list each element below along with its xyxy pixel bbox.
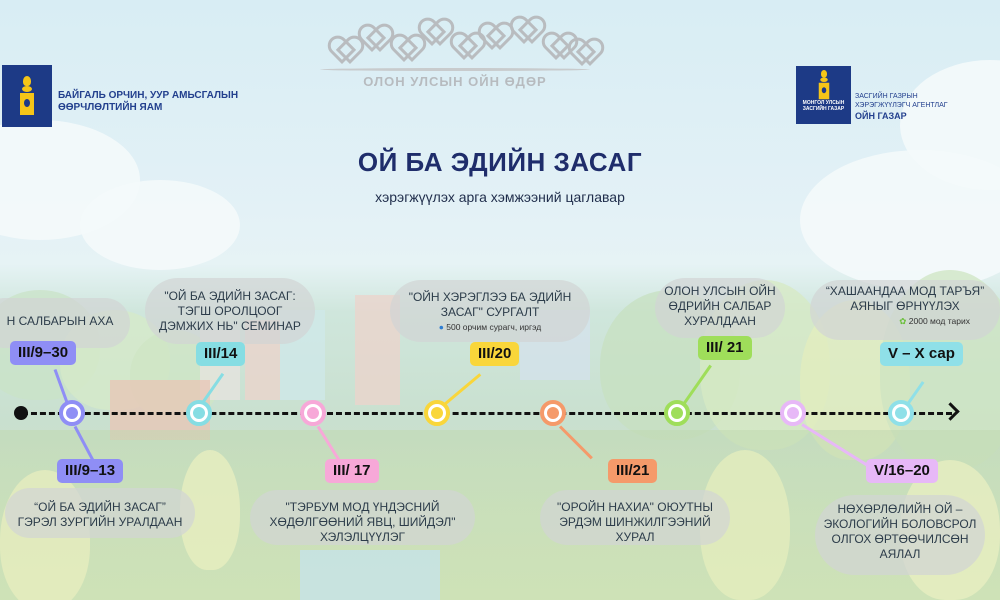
event-title-6: ОЛОН УЛСЫН ОЙН ӨДРИЙН САЛБАР ХУРАЛДААН [664, 284, 776, 328]
date-badge: III/14 [196, 342, 246, 366]
event-title-4: "ОЙН ХЭРЭГЛЭЭ БА ЭДИЙН ЗАСАГ" СУРГАЛТ ● … [408, 290, 572, 332]
event-bubble [815, 495, 985, 575]
heart-tree-icon [330, 38, 356, 60]
event-title-7: НӨХӨРЛӨЛИЙН ОЙ – ЭКОЛОГИЙН БОЛОВСРОЛ ОЛГ… [823, 502, 977, 561]
forest-day-caption: ОЛОН УЛСЫН ОЙН ӨДӨР [363, 74, 547, 89]
event-title-2: "ОЙ БА ЭДИЙН ЗАСАГ: ТЭГШ ОРОЛЦООГ ДЭМЖИХ… [159, 289, 301, 333]
event-bubble [540, 490, 730, 545]
timeline-node-5[interactable] [540, 400, 566, 426]
sprout-icon: ✿ [899, 316, 907, 326]
heart-tree-icon [420, 20, 446, 42]
heart-tree-icon [452, 34, 478, 56]
people-icon: ● [438, 322, 444, 332]
date-badge: III/21 [608, 459, 658, 483]
page-subtitle: хэрэгжүүлэх арга хэмжээний цаглавар [375, 189, 625, 205]
event-title-8: “ХАШААНДАА МОД ТАРЪЯ” АЯНЫГ ӨРНҮҮЛЭХ ✿ 2… [825, 284, 985, 326]
heart-tree-icon [544, 34, 570, 56]
date-badge: III/ 17 [325, 459, 379, 483]
timeline-node-4[interactable] [424, 400, 450, 426]
soyombo-emblem-icon: МОНГОЛ УЛСЫН ЗАСГИЙН ГАЗАР [796, 66, 851, 124]
page-title: ОЙ БА ЭДИЙН ЗАСАГ [357, 147, 643, 177]
timeline-node-2[interactable] [186, 400, 212, 426]
cloud-left-2 [80, 180, 240, 270]
ministry-logo: БАЙГАЛЬ ОРЧИН, УУР АМЬСГАЛЫН ӨӨРЧЛӨЛТИЙН… [2, 65, 238, 127]
event-bubble [250, 490, 475, 545]
timeline-node-7[interactable] [780, 400, 806, 426]
event-title-3: "ТЭРБУМ МОД ҮНДЭСНИЙ ХӨДӨЛГӨӨНИЙ ЯВЦ, ШИ… [269, 500, 456, 544]
timeline-start-dot [14, 406, 28, 420]
timeline-axis [22, 412, 952, 415]
event-title-0: Н САЛБАРЫН АХА [6, 314, 114, 328]
heart-tree-icon [570, 40, 596, 62]
event-bubble [145, 278, 315, 344]
event-title-1: “ОЙ БА ЭДИЙН ЗАСАГ” ГЭРЭЛ ЗУРГИЙН УРАЛДА… [17, 500, 183, 529]
date-badge: III/9–30 [10, 341, 77, 365]
date-badge: III/ 21 [698, 336, 752, 360]
heart-tree-icon [512, 18, 538, 40]
ministry-name: БАЙГАЛЬ ОРЧИН, УУР АМЬСГАЛЫН ӨӨРЧЛӨЛТИЙН… [58, 90, 239, 113]
date-badge: V – X сар [880, 342, 963, 366]
event-bubble [390, 280, 590, 342]
timeline-node-1[interactable] [59, 400, 85, 426]
heart-tree-icon [392, 36, 418, 58]
date-badge: V/16–20 [866, 459, 938, 483]
timeline-node-3[interactable] [300, 400, 326, 426]
timeline-node-8[interactable] [888, 400, 914, 426]
heart-tree-icon [480, 24, 506, 46]
river-illustration [300, 550, 440, 600]
date-badge: III/9–13 [57, 459, 124, 483]
timeline-node-6[interactable] [664, 400, 690, 426]
event-bubble [0, 298, 130, 348]
event-bubble [655, 278, 785, 338]
agency-name: ЗАСГИЙН ГАЗРЫН ХЭРЭГЖҮҮЛЭГЧ АГЕНТЛАГ ОЙН… [855, 93, 948, 121]
event-bubble [810, 280, 1000, 340]
international-forest-day-logo: ОЛОН УЛСЫН ОЙН ӨДӨР [320, 8, 590, 98]
event-bubble [5, 488, 195, 538]
forest-agency-logo: МОНГОЛ УЛСЫН ЗАСГИЙН ГАЗАР ЗАСГИЙН ГАЗРЫ… [796, 66, 948, 124]
event-title-5: "ОРОЙН НАХИА" ОЮУТНЫ ЭРДЭМ ШИНЖИЛГЭЭНИЙ … [557, 500, 713, 544]
heart-tree-icon [360, 26, 386, 48]
date-badge: III/20 [470, 342, 520, 366]
soyombo-emblem-icon [2, 65, 52, 127]
